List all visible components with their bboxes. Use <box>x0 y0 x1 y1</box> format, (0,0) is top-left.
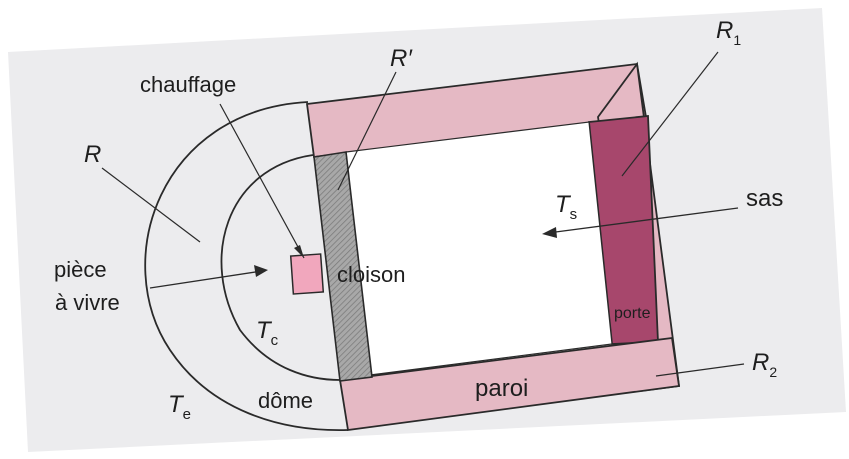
label-dome: dôme <box>258 388 313 413</box>
label-r1-sub: 1 <box>733 32 741 48</box>
leader-piece <box>149 270 263 289</box>
label-ts-main: T <box>555 191 572 218</box>
label-r2-sub: 2 <box>769 364 777 380</box>
leader-r2 <box>655 363 745 377</box>
label-tc-sub: c <box>271 332 279 349</box>
leader-chauffage <box>219 103 305 259</box>
leader-sas <box>547 207 739 234</box>
label-porte: porte <box>614 305 651 322</box>
label-piece-line2: à vivre <box>55 290 120 315</box>
label-sas: sas <box>746 185 783 212</box>
label-r1: R1 <box>716 17 741 48</box>
label-piece-line1: pièce <box>54 257 107 282</box>
airlock-interior <box>345 121 613 376</box>
label-r: R <box>84 141 101 168</box>
label-te: Te <box>168 391 191 423</box>
label-r2: R2 <box>752 349 777 380</box>
label-ts: Ts <box>555 191 577 223</box>
dome-outer-arc <box>144 101 349 431</box>
label-tc: Tc <box>256 317 279 349</box>
bottom-wall <box>338 336 681 432</box>
label-paroi: paroi <box>475 375 528 402</box>
heater <box>289 253 325 295</box>
label-tc-main: T <box>256 317 273 344</box>
leader-chauffage-arrowhead <box>294 245 304 258</box>
label-r-prime: R′ <box>390 45 413 72</box>
label-r2-main: R <box>752 349 769 376</box>
label-r1-main: R <box>716 17 733 44</box>
partition <box>313 151 373 382</box>
label-chauffage: chauffage <box>140 72 236 97</box>
leader-sas-arrowhead <box>542 227 557 238</box>
leader-r1 <box>621 51 719 177</box>
leader-piece-arrowhead <box>254 265 268 277</box>
dome-inner-arc <box>220 154 341 381</box>
leader-r <box>101 167 201 243</box>
label-te-sub: e <box>183 406 191 423</box>
label-te-main: T <box>168 391 185 418</box>
label-cloison: cloison <box>337 262 405 287</box>
leader-r-prime <box>337 71 397 191</box>
label-ts-sub: s <box>570 206 578 223</box>
